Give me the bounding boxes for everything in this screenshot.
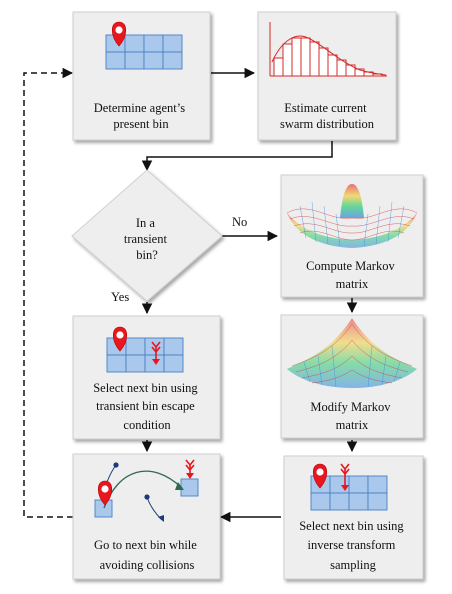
box-modify-markov-matrix: Modify Markov matrix xyxy=(280,314,424,439)
box-compute-markov-matrix: Compute Markov matrix xyxy=(280,174,424,298)
edge-label-no: No xyxy=(232,215,247,229)
decision-transient-bin: In a transient bin? xyxy=(71,169,223,302)
target-arrow-icon xyxy=(340,463,350,491)
edge-loop-back xyxy=(23,67,74,518)
edge-label-yes: Yes xyxy=(111,290,129,304)
box-label: Estimate current swarm distribution xyxy=(280,101,375,131)
box-label: Compute Markov matrix xyxy=(306,259,398,291)
box-label: Modify Markov matrix xyxy=(310,400,393,432)
decision-label: In a transient bin? xyxy=(124,216,170,262)
box-determine-present-bin: Determine agent’s present bin xyxy=(72,11,211,141)
connectors xyxy=(23,67,358,523)
box-select-escape-condition: Select next bin using transient bin esca… xyxy=(72,315,221,440)
box-label: Go to next bin while avoiding collisions xyxy=(94,538,200,572)
box-go-to-next-bin: Go to next bin while avoiding collisions xyxy=(72,453,221,580)
histogram-icon xyxy=(269,22,387,77)
box-estimate-swarm-distribution: Estimate current swarm distribution xyxy=(257,11,397,141)
box-label: Select next bin using transient bin esca… xyxy=(93,381,201,432)
box-label: Select next bin using inverse transform … xyxy=(299,519,407,572)
surface-plot-icon xyxy=(287,318,417,388)
edge-swarm-to-decision xyxy=(141,141,333,172)
box-select-inverse-transform: Select next bin using inverse transform … xyxy=(283,455,424,580)
target-arrow-icon xyxy=(151,341,161,365)
target-arrow-icon xyxy=(185,459,195,479)
surface-plot-icon xyxy=(286,184,418,248)
box-label: Determine agent’s present bin xyxy=(94,101,188,131)
